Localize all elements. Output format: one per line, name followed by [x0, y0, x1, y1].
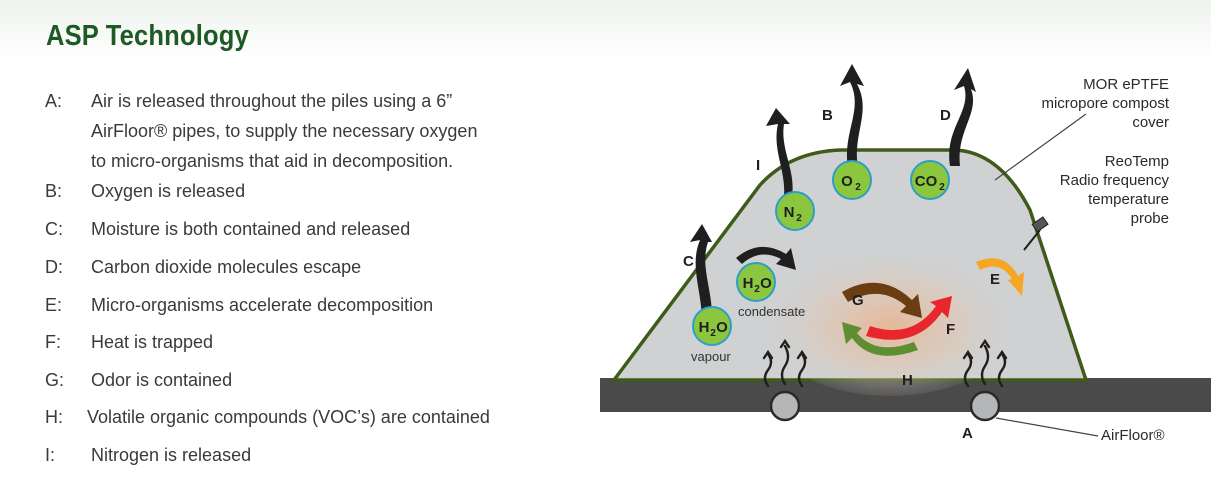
h2o-condensate-molecule: H 2 O [736, 262, 776, 302]
page-title: ASP Technology [46, 20, 249, 52]
cover-callout-line-2: micropore compost [1041, 95, 1169, 112]
h2o-symbol: H [743, 275, 754, 292]
micro-organism-arrow [976, 258, 1024, 296]
n2-symbol: N [784, 204, 795, 221]
legend-text: Oxygen is released [91, 181, 246, 201]
probe-callout-line-1: ReoTemp [1105, 153, 1169, 170]
h2o-oxygen: O [716, 319, 728, 336]
condensate-label: condensate [738, 304, 805, 319]
label-d: D [940, 107, 951, 124]
h2o-symbol: H [699, 319, 710, 336]
airfloor-pipe-left [769, 390, 801, 422]
legend-text: Micro-organisms accelerate decomposition [91, 295, 434, 315]
co2-symbol: CO [915, 173, 938, 190]
oxygen-release-arrow [840, 64, 864, 168]
legend-letter: B: [45, 181, 63, 201]
legend-letter: I: [45, 445, 56, 465]
cover-callout-line-1: MOR ePTFE [1083, 76, 1169, 93]
legend-letter: D: [45, 257, 63, 277]
vapour-label: vapour [691, 349, 731, 364]
airfloor-pipe-right [969, 390, 1001, 422]
legend-text: Air is released throughout the piles usi… [91, 86, 531, 176]
cover-callout-line-3: cover [1132, 114, 1169, 131]
label-h: H [902, 372, 913, 389]
legend-letter: F: [45, 332, 61, 352]
legend-text: Volatile organic compounds (VOC’s) are c… [87, 407, 490, 427]
airfloor-callout: AirFloor® [1101, 427, 1165, 444]
label-c: C [683, 253, 694, 270]
probe-callout-line-4: probe [1131, 210, 1169, 227]
label-a: A [962, 425, 973, 442]
label-i: I [756, 157, 760, 174]
label-g: G [852, 292, 864, 309]
air-wisps-right [962, 338, 1008, 388]
o2-subscript: 2 [855, 182, 861, 193]
cover-callout-line [994, 113, 1087, 181]
co2-release-arrow [949, 68, 976, 166]
air-wisps-left [762, 338, 808, 388]
legend-text: Heat is trapped [91, 332, 214, 352]
probe-callout-line-2: Radio frequency [1060, 172, 1170, 189]
legend-text: Nitrogen is released [91, 445, 252, 465]
label-f: F [946, 321, 955, 338]
moisture-release-arrow [690, 224, 712, 316]
legend-letter: G: [45, 370, 65, 390]
label-e: E [990, 271, 1000, 288]
legend-text-line: Air is released throughout the piles usi… [91, 91, 453, 111]
odor-arrow [842, 282, 922, 318]
legend-text: Odor is contained [91, 370, 233, 390]
airfloor-callout-line [995, 417, 1099, 437]
nitrogen-release-arrow [766, 108, 793, 196]
heat-arrow [866, 296, 952, 340]
legend-text-line: AirFloor® pipes, to supply the necessary… [91, 121, 478, 141]
n2-molecule: N 2 [775, 191, 815, 231]
probe-callout-line-3: temperature [1088, 191, 1169, 208]
legend-text: Moisture is both contained and released [91, 219, 411, 239]
h2o-vapour-molecule: H 2 O [692, 306, 732, 346]
co2-subscript: 2 [939, 182, 945, 193]
h2o-oxygen: O [760, 275, 772, 292]
o2-symbol: O [841, 173, 853, 190]
label-b: B [822, 107, 833, 124]
h2o-subscript: 2 [754, 284, 760, 295]
o2-molecule: O 2 [832, 160, 872, 200]
co2-molecule: CO 2 [910, 160, 950, 200]
voc-arrow [842, 322, 918, 356]
legend-text: Carbon dioxide molecules escape [91, 257, 362, 277]
legend-text-line: to micro-organisms that aid in decomposi… [91, 151, 454, 171]
heat-glow [760, 240, 1020, 396]
h2o-subscript: 2 [710, 328, 716, 339]
legend-letter: C: [45, 219, 63, 239]
legend-letter: A: [45, 91, 63, 111]
legend-letter: E: [45, 295, 63, 315]
n2-subscript: 2 [796, 213, 802, 224]
legend-letter: H: [45, 407, 63, 427]
temperature-probe [1023, 216, 1049, 251]
condensate-arrow [736, 246, 796, 270]
